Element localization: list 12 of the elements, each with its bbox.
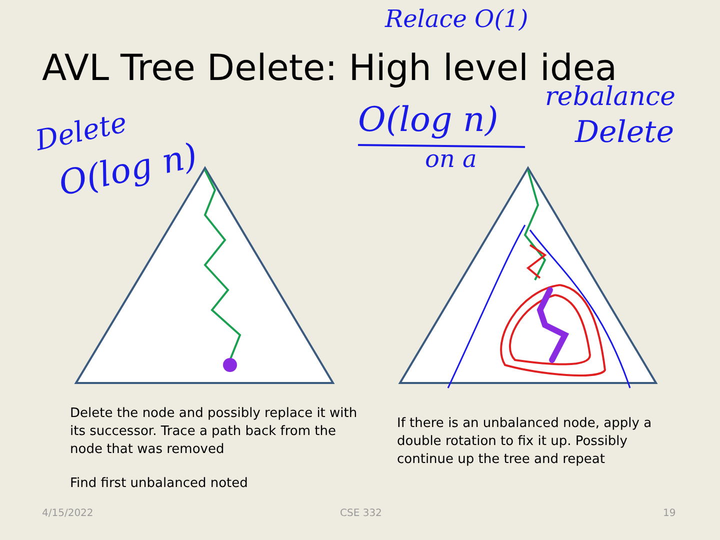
handwritten-note: Relace O(1) — [385, 5, 528, 33]
description-text: Find first unbalanced noted — [70, 475, 249, 493]
page-number: 19 — [663, 508, 676, 519]
description-text: If there is an unbalanced node, apply a double rotation to fix it up. Possibly continue up the tree and repeat — [397, 415, 653, 470]
description-text: Delete the node and possibly replace it with its successor. Trace a path back from the node that was removed — [70, 405, 358, 460]
handwritten-note: on a — [425, 145, 477, 173]
handwritten-note: rebalance — [545, 82, 676, 112]
handwritten-note: O(log n) — [358, 100, 498, 140]
footer-date: 4/15/2022 — [42, 508, 94, 519]
handwritten-note: Delete — [575, 115, 674, 150]
handwritten-note: Delete — [32, 106, 130, 158]
footer-course: CSE 332 — [340, 508, 382, 519]
